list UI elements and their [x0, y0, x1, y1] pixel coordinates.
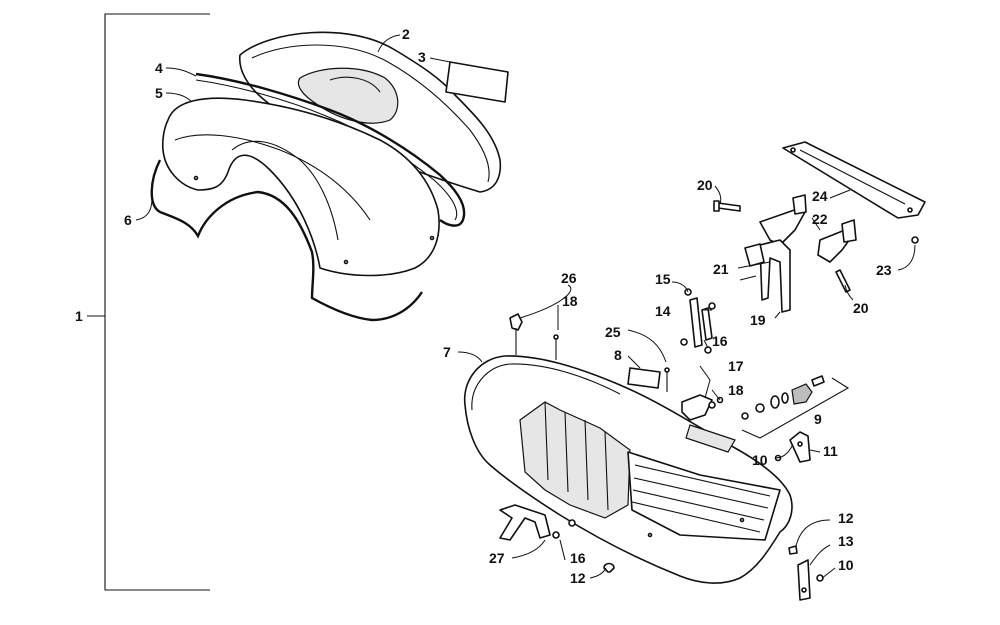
callout-6: 6: [124, 212, 132, 228]
label-part: [627, 355, 661, 389]
rim-shell-part: [161, 97, 440, 277]
callout-18-upper: 18: [562, 293, 578, 309]
callout-10-lower: 10: [838, 557, 854, 573]
callout-17: 17: [728, 358, 744, 374]
decal-part: [445, 61, 509, 103]
callout-21: 21: [713, 261, 729, 277]
mount-plate-part: [681, 394, 716, 421]
callout-15: 15: [655, 271, 671, 287]
callout-22: 22: [812, 211, 828, 227]
callout-25: 25: [605, 324, 621, 340]
callout-16-upper: 16: [712, 333, 728, 349]
callout-2: 2: [402, 26, 410, 42]
latch-assembly-part: [741, 375, 850, 439]
storage-box-part: [463, 355, 793, 584]
lid-shell-part: [238, 31, 502, 193]
callout-numbers: 1 2 3 4 5 6 7 8 9 10 10 11 12 12 13 14 1…: [75, 26, 892, 586]
callout-12-right: 12: [838, 510, 854, 526]
callout-18-lower: 18: [728, 382, 744, 398]
hinge-plate-part: [782, 141, 926, 219]
callout-12-bottom: 12: [570, 570, 586, 586]
callout-27: 27: [489, 550, 505, 566]
callout-14: 14: [655, 303, 671, 319]
bracket-13-part: [797, 559, 811, 601]
callout-16-lower: 16: [570, 550, 586, 566]
fasteners: [509, 200, 919, 582]
callout-1: 1: [75, 308, 83, 324]
callout-7: 7: [443, 344, 451, 360]
callout-4: 4: [155, 60, 163, 76]
callout-10-upper: 10: [752, 452, 768, 468]
callout-20-upper: 20: [697, 177, 713, 193]
callout-24: 24: [812, 188, 828, 204]
leader-lines: [135, 34, 916, 579]
bracket-11-part: [789, 431, 811, 463]
callout-26: 26: [561, 270, 577, 286]
callout-9: 9: [814, 411, 822, 427]
assembly-bracket: [87, 13, 210, 591]
callout-20-lower: 20: [853, 300, 869, 316]
callout-13: 13: [838, 533, 854, 549]
callout-23: 23: [876, 262, 892, 278]
hinge-bracket-part: [744, 194, 857, 313]
callout-3: 3: [418, 49, 426, 65]
foot-bracket-part: [499, 504, 551, 541]
callout-8: 8: [614, 347, 622, 363]
callout-5: 5: [155, 85, 163, 101]
gasket-part: [150, 159, 423, 322]
callout-11: 11: [823, 443, 838, 459]
callout-19: 19: [750, 312, 766, 328]
